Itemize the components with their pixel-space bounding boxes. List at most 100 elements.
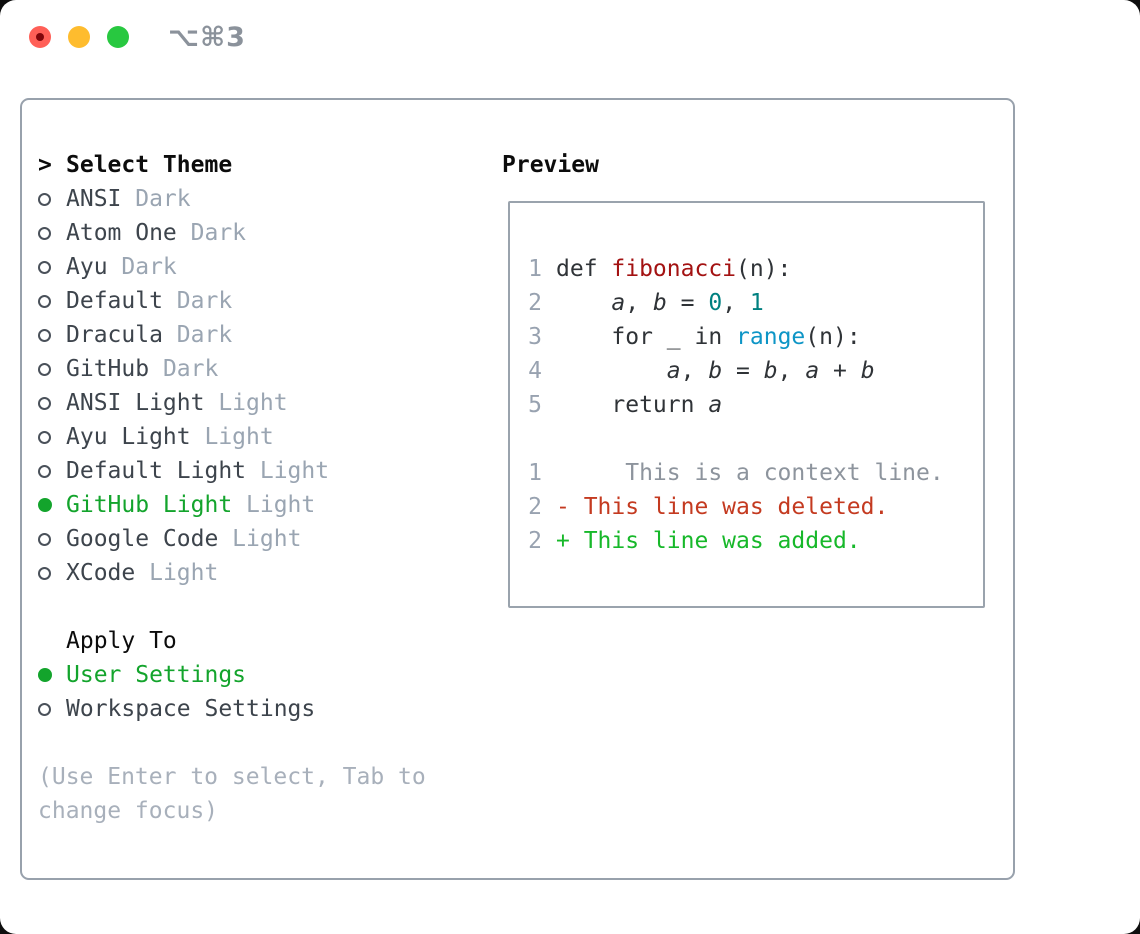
theme-option-dracula[interactable]: Dracula Dark xyxy=(38,318,478,352)
apply-option-workspace-settings[interactable]: Workspace Settings xyxy=(38,692,478,726)
radio-unselected-icon xyxy=(38,260,51,274)
radio-icon xyxy=(38,260,66,274)
code-line: 2 a, b = 0, 1 xyxy=(514,286,983,320)
code-line: 2 - This line was deleted. xyxy=(514,490,983,524)
code-token-pl: (n): xyxy=(736,256,792,282)
code-token-pl: (n): xyxy=(805,324,861,350)
radio-unselected-icon xyxy=(38,396,51,410)
line-number: 1 xyxy=(528,460,542,486)
apply-to-header: Apply To xyxy=(66,628,177,654)
line-number: 2 xyxy=(528,494,542,520)
theme-option-ansi-light[interactable]: ANSI Light Light xyxy=(38,386,478,420)
radio-icon xyxy=(38,498,66,512)
code-token-kw: for xyxy=(611,324,653,350)
theme-option-ayu-light[interactable]: Ayu Light Light xyxy=(38,420,478,454)
code-token-pl: + xyxy=(819,358,861,384)
apply-to-header-row: Apply To xyxy=(38,624,478,658)
option-label: User Settings xyxy=(66,662,247,688)
theme-option-atom-one[interactable]: Atom One Dark xyxy=(38,216,478,250)
code-token-kw: return xyxy=(611,392,695,418)
theme-option-github[interactable]: GitHub Dark xyxy=(38,352,478,386)
line-content: a, b = b, a + b xyxy=(556,354,875,388)
code-token-kw: in xyxy=(694,324,723,350)
radio-unselected-icon xyxy=(38,192,51,206)
code-token-ctx: This is a context line. xyxy=(556,460,944,486)
line-content: This is a context line. xyxy=(556,456,944,490)
theme-option-github-light[interactable]: GitHub Light Light xyxy=(38,488,478,522)
option-label: Dracula xyxy=(66,322,163,348)
close-button[interactable] xyxy=(29,26,51,48)
radio-unselected-icon xyxy=(38,328,51,342)
option-label: Default xyxy=(66,288,163,314)
radio-icon xyxy=(38,532,66,546)
cursor-prompt-icon: > xyxy=(38,152,52,178)
theme-option-default-light[interactable]: Default Light Light xyxy=(38,454,478,488)
option-label: Google Code xyxy=(66,526,219,552)
spacer xyxy=(38,590,478,624)
radio-icon xyxy=(38,328,66,342)
line-content: - This line was deleted. xyxy=(556,490,888,524)
line-content: def fibonacci(n): xyxy=(556,252,791,286)
option-tag: Light xyxy=(190,424,274,450)
code-token-var: b xyxy=(708,358,723,384)
code-line: 2+ This line was added. xyxy=(514,524,983,558)
zoom-button[interactable] xyxy=(107,26,129,48)
radio-unselected-icon xyxy=(38,532,51,546)
option-label: ANSI Light xyxy=(66,390,205,416)
minimize-button[interactable] xyxy=(68,26,90,48)
code-line xyxy=(514,422,983,456)
code-token-var: a xyxy=(611,290,626,316)
theme-option-ansi[interactable]: ANSI Dark xyxy=(38,182,478,216)
radio-unselected-icon xyxy=(38,294,51,308)
radio-selected-icon xyxy=(38,498,52,512)
radio-unselected-icon xyxy=(38,226,51,240)
code-token-pl xyxy=(556,290,611,316)
code-token-del: - This line was deleted. xyxy=(556,494,889,520)
code-token-num: 0 xyxy=(708,290,723,316)
line-content: return a xyxy=(556,388,722,422)
code-token-pl xyxy=(694,392,708,418)
radio-icon xyxy=(38,464,66,478)
option-label: GitHub Light xyxy=(66,492,233,518)
radio-icon xyxy=(38,668,66,682)
radio-icon xyxy=(38,192,66,206)
option-tag: Light xyxy=(218,526,302,552)
code-token-var: a xyxy=(708,392,723,418)
line-number xyxy=(514,422,542,456)
line-number: 4 xyxy=(528,358,542,384)
option-tag: Dark xyxy=(162,322,233,348)
line-number: 3 xyxy=(528,324,542,350)
code-token-pl xyxy=(556,358,667,384)
code-token-pl xyxy=(722,324,736,350)
radio-icon xyxy=(38,362,66,376)
option-tag: Dark xyxy=(149,356,219,382)
radio-icon xyxy=(38,430,66,444)
radio-unselected-icon xyxy=(38,430,51,444)
code-token-pl: _ xyxy=(652,324,695,350)
option-tag: Dark xyxy=(107,254,177,280)
code-token-var: a xyxy=(805,358,820,384)
theme-option-xcode[interactable]: XCode Light xyxy=(38,556,478,590)
select-theme-header-row: > Select Theme xyxy=(38,148,478,182)
code-line: 5 return a xyxy=(514,388,983,422)
line-content: for _ in range(n): xyxy=(556,320,861,354)
radio-icon xyxy=(38,396,66,410)
code-line: 3 for _ in range(n): xyxy=(514,320,983,354)
theme-option-google-code[interactable]: Google Code Light xyxy=(38,522,478,556)
theme-option-ayu[interactable]: Ayu Dark xyxy=(38,250,478,284)
option-tag: Dark xyxy=(176,220,247,246)
line-number: 5 xyxy=(528,392,542,418)
theme-option-default[interactable]: Default Dark xyxy=(38,284,478,318)
radio-unselected-icon xyxy=(38,362,51,376)
option-label: Ayu Light xyxy=(66,424,191,450)
radio-unselected-icon xyxy=(38,464,51,478)
line-number: 2 xyxy=(528,290,542,316)
apply-option-user-settings[interactable]: User Settings xyxy=(38,658,478,692)
line-number: 1 xyxy=(528,256,542,282)
option-label: Default Light xyxy=(66,458,247,484)
code-token-var: b xyxy=(860,358,875,384)
radio-selected-icon xyxy=(38,668,52,682)
line-content: a, b = 0, 1 xyxy=(556,286,763,320)
option-label: ANSI xyxy=(66,186,122,212)
